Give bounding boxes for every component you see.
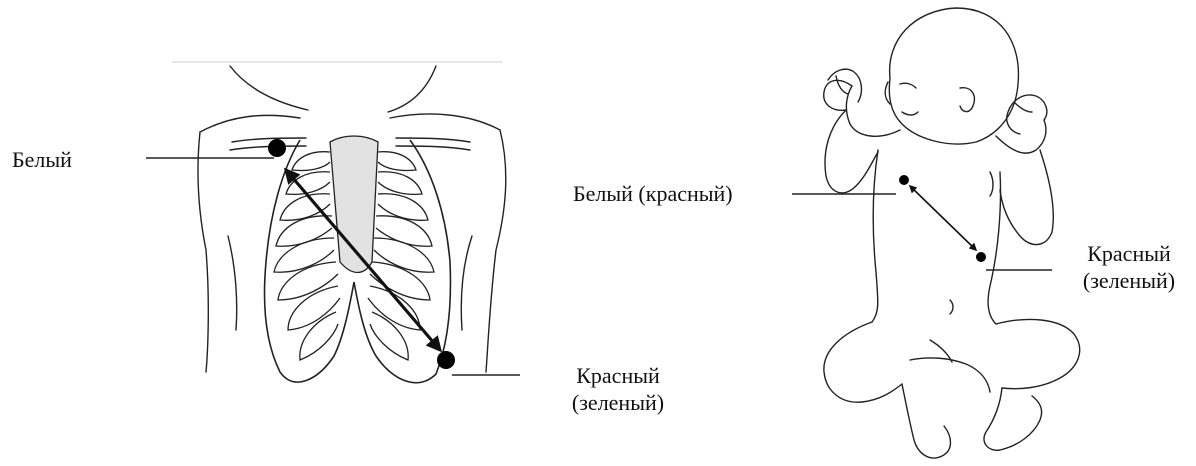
infant-red-label: Красный	[1062, 240, 1196, 267]
infant-illustration	[824, 8, 1080, 458]
adult-white-electrode	[268, 139, 286, 157]
infant-red-electrode	[976, 252, 986, 262]
infant-vector-arrow	[910, 186, 976, 250]
adult-white-label: Белый	[12, 146, 72, 173]
infant-red-alt-label: (зеленый)	[1062, 267, 1196, 294]
infant-white-electrode	[899, 175, 909, 185]
adult-red-electrode	[437, 351, 455, 369]
adult-red-label-block: Красный (зеленый)	[548, 362, 688, 416]
infant-red-label-block: Красный (зеленый)	[1062, 240, 1196, 294]
infant-white-label: Белый (красный)	[573, 180, 733, 207]
adult-red-alt-label: (зеленый)	[548, 389, 688, 416]
sternum	[330, 136, 378, 273]
adult-red-label: Красный	[548, 362, 688, 389]
